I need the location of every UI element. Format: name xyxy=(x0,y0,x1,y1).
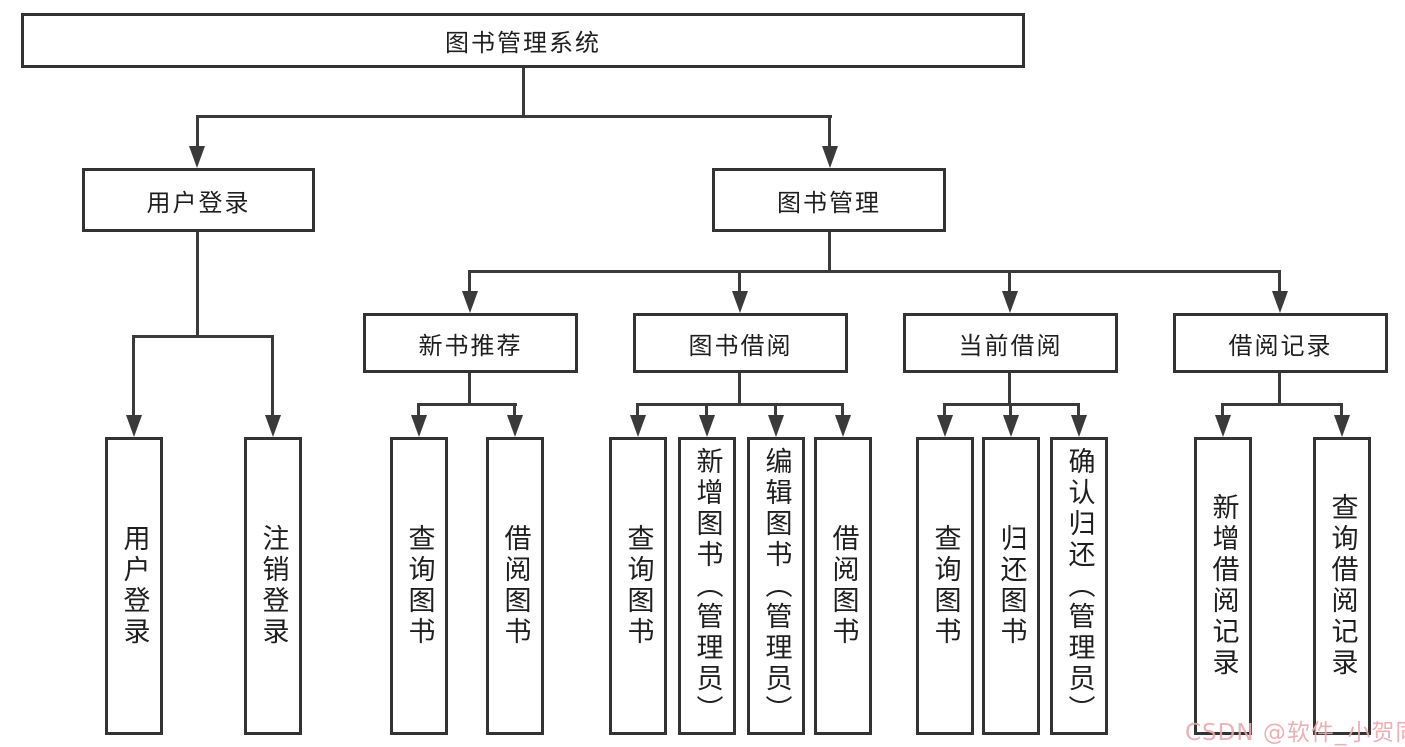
node-leaf-return-book: 归还图书 xyxy=(982,437,1040,735)
connector-drop xyxy=(1077,403,1080,417)
arrowhead-icon xyxy=(1002,291,1018,313)
node-leaf-query-book-borrow: 查询图书 xyxy=(609,437,667,735)
node-label: 当前借阅 xyxy=(958,331,1063,360)
connector-root-stem xyxy=(522,68,525,117)
node-leaf-query-borrow-record: 查询借阅记录 xyxy=(1313,437,1371,735)
arrowhead-icon xyxy=(507,415,523,437)
node-label: 借阅图书 xyxy=(499,524,531,648)
arrowhead-icon xyxy=(630,415,646,437)
arrowhead-icon xyxy=(1334,415,1350,437)
node-label: 新书推荐 xyxy=(418,331,523,360)
node-leaf-borrow-book-recommend: 借阅图书 xyxy=(486,437,544,735)
arrowhead-icon xyxy=(1003,415,1019,437)
node-label: 查询借阅记录 xyxy=(1326,493,1358,679)
arrowhead-icon xyxy=(411,415,427,437)
node-leaf-add-book-admin: 新增图书（管理员） xyxy=(678,437,736,735)
node-label: 借阅图书 xyxy=(827,524,859,648)
connector-drop xyxy=(636,403,639,417)
connector-rail xyxy=(944,403,1080,406)
connector-stem xyxy=(468,373,471,406)
connector-drop xyxy=(1008,270,1011,295)
node-label: 用户登录 xyxy=(118,524,150,648)
node-library-management-system: 图书管理系统 xyxy=(21,13,1025,68)
connector-drop xyxy=(132,335,135,417)
arrowhead-icon xyxy=(768,415,784,437)
arrowhead-icon xyxy=(732,291,748,313)
arrowhead-icon xyxy=(1272,291,1288,313)
node-label: 编辑图书（管理员） xyxy=(760,446,792,726)
node-label: 注销登录 xyxy=(257,524,289,648)
connector-drop xyxy=(1009,403,1012,417)
node-book-management: 图书管理 xyxy=(712,168,946,232)
connector-user-login-stem xyxy=(196,232,199,338)
node-leaf-query-book-recommend: 查询图书 xyxy=(390,437,448,735)
connector-rail xyxy=(1222,403,1343,406)
node-label: 图书管理 xyxy=(777,188,881,217)
node-label: 借阅记录 xyxy=(1228,331,1333,360)
arrowhead-icon xyxy=(699,415,715,437)
arrowhead-icon xyxy=(937,415,953,437)
node-label: 查询图书 xyxy=(403,524,435,648)
connector-user-login-rail xyxy=(133,335,274,338)
node-label: 图书管理系统 xyxy=(445,29,601,57)
node-leaf-borrow-book: 借阅图书 xyxy=(814,437,872,735)
connector-drop xyxy=(271,335,274,417)
node-label: 归还图书 xyxy=(995,524,1027,648)
node-leaf-edit-book-admin: 编辑图书（管理员） xyxy=(747,437,805,735)
node-leaf-user-login: 用户登录 xyxy=(105,437,163,735)
arrowhead-icon xyxy=(265,415,281,437)
arrowhead-icon xyxy=(835,415,851,437)
connector-level2-rail xyxy=(196,115,832,118)
node-leaf-query-book-current: 查询图书 xyxy=(916,437,974,735)
node-current-borrow: 当前借阅 xyxy=(903,313,1118,373)
connector-drop xyxy=(774,403,777,417)
connector-drop xyxy=(1221,403,1224,417)
node-label: 新增图书（管理员） xyxy=(691,446,723,726)
connector-drop xyxy=(468,270,471,295)
connector-stem xyxy=(1008,373,1011,406)
node-leaf-add-borrow-record: 新增借阅记录 xyxy=(1194,437,1252,735)
connector-rail xyxy=(418,403,517,406)
connector-level3-rail xyxy=(469,270,1281,273)
csdn-watermark: CSDN @软件_小贺同学 xyxy=(1185,720,1405,746)
arrowhead-icon xyxy=(1071,415,1087,437)
node-label: 用户登录 xyxy=(146,188,251,217)
connector-drop xyxy=(841,403,844,417)
arrowhead-icon xyxy=(189,146,205,168)
node-new-book-recommend: 新书推荐 xyxy=(363,313,578,373)
node-book-borrow: 图书借阅 xyxy=(633,313,848,373)
connector-stem xyxy=(1278,373,1281,406)
node-leaf-confirm-return-admin: 确认归还（管理员） xyxy=(1050,437,1108,735)
node-label: 新增借阅记录 xyxy=(1207,493,1239,679)
node-label: 查询图书 xyxy=(622,524,654,648)
node-label: 查询图书 xyxy=(929,524,961,648)
connector-stem xyxy=(738,373,741,406)
arrowhead-icon xyxy=(462,291,478,313)
node-label: 图书借阅 xyxy=(688,331,793,360)
arrowhead-icon xyxy=(126,415,142,437)
node-leaf-logout: 注销登录 xyxy=(244,437,302,735)
arrowhead-icon xyxy=(1215,415,1231,437)
connector-drop xyxy=(943,403,946,417)
connector-drop xyxy=(1340,403,1343,417)
connector-user-login-drop xyxy=(196,115,199,148)
connector-book-mgmt-stem xyxy=(828,232,831,273)
node-label: 确认归还（管理员） xyxy=(1063,446,1095,726)
connector-book-mgmt-drop xyxy=(828,115,831,148)
connector-rail xyxy=(637,403,844,406)
connector-drop xyxy=(417,403,420,417)
connector-drop xyxy=(738,270,741,295)
node-user-login: 用户登录 xyxy=(82,168,315,232)
connector-drop xyxy=(1278,270,1281,295)
connector-drop xyxy=(513,403,516,417)
connector-drop xyxy=(705,403,708,417)
node-borrow-record: 借阅记录 xyxy=(1173,313,1388,373)
arrowhead-icon xyxy=(822,146,838,168)
